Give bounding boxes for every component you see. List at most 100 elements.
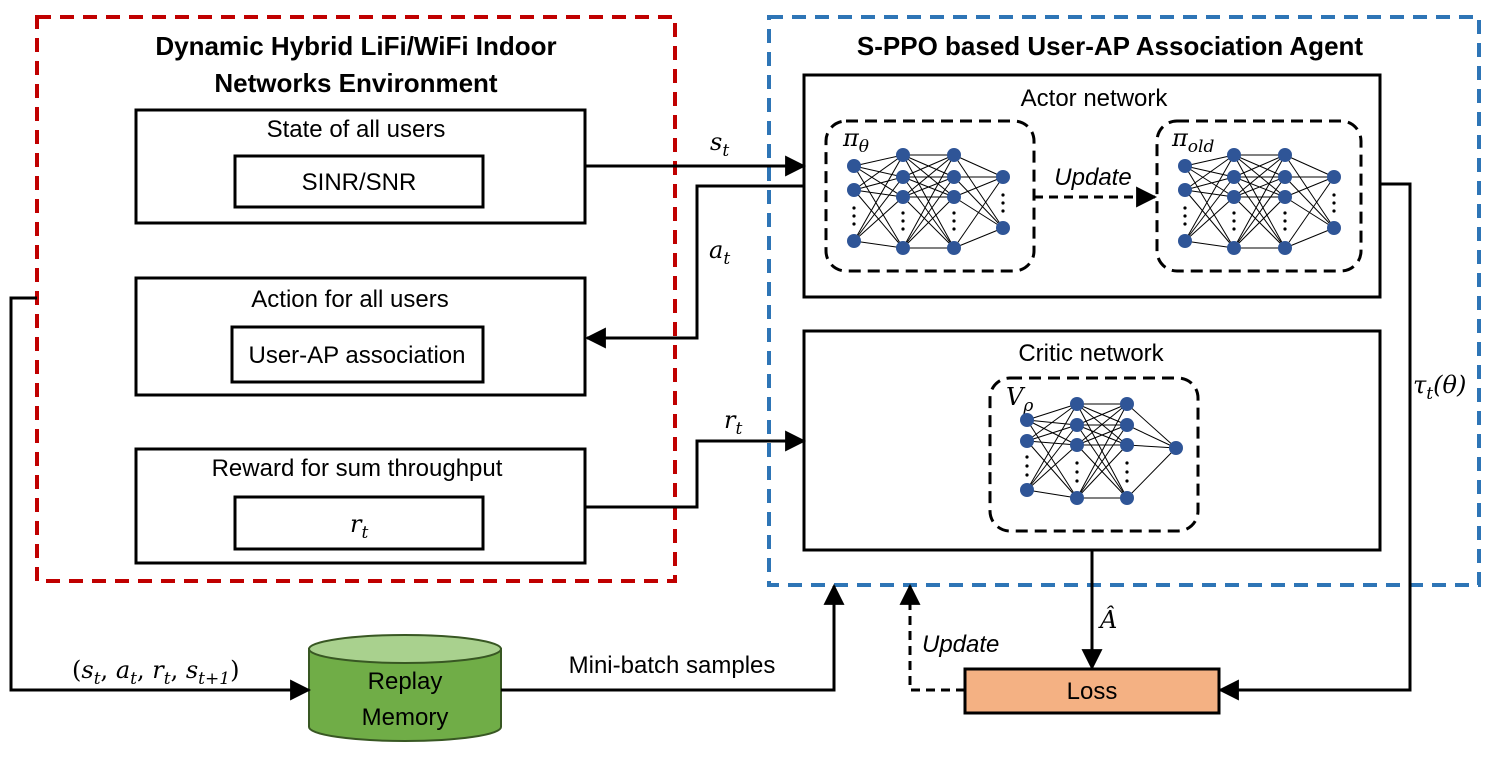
ellipsis-dot	[852, 214, 856, 218]
network-edge	[1184, 154, 1235, 191]
network-edge	[1184, 176, 1235, 191]
state-box-title: State of all users	[267, 116, 446, 143]
agent-container	[767, 15, 1481, 587]
ellipsis-dot	[1283, 219, 1287, 223]
network-edge	[1233, 154, 1286, 249]
reward-inner-box	[233, 495, 485, 551]
network-edge	[902, 154, 955, 249]
network-edge	[1184, 154, 1235, 242]
network-edge	[853, 196, 904, 242]
network-edge	[1026, 424, 1078, 491]
network-node	[1278, 190, 1292, 204]
minibatch-arrow	[501, 583, 845, 692]
network-node	[1120, 397, 1134, 411]
network-edge	[1284, 176, 1335, 198]
loss-box	[963, 667, 1221, 715]
network-edge	[1184, 165, 1235, 198]
network-node	[947, 241, 961, 255]
ellipsis-dot	[1283, 227, 1287, 231]
network-edge	[902, 176, 955, 249]
network-node	[847, 159, 861, 173]
network-node	[1227, 170, 1241, 184]
network-node	[847, 234, 861, 248]
loss-update-label: Update	[922, 631, 999, 658]
advantage-label: Â	[1098, 605, 1117, 634]
ellipsis-dot	[852, 206, 856, 210]
network-node	[1227, 241, 1241, 255]
network-edge	[1184, 176, 1235, 242]
network-node	[1020, 483, 1034, 497]
action-signal-label: at	[709, 236, 730, 269]
ellipsis-dot	[1001, 209, 1005, 213]
ellipsis-dot	[1025, 455, 1029, 459]
state-signal-label: st	[710, 128, 729, 161]
network-edge	[1184, 189, 1235, 198]
network-node	[1169, 441, 1183, 455]
actor-update-label: Update	[1054, 164, 1131, 191]
network-edge	[902, 154, 955, 178]
network-node	[896, 190, 910, 204]
network-node	[1070, 491, 1084, 505]
ellipsis-dot	[1283, 211, 1287, 215]
ellipsis-dot	[1332, 209, 1336, 213]
network-edge	[853, 165, 904, 178]
action-arrow	[584, 184, 804, 349]
network-edge	[902, 196, 955, 249]
critic-network-box	[802, 329, 1382, 552]
ellipsis-dot	[1183, 222, 1187, 226]
network-edge	[1126, 424, 1177, 449]
neural-network-policy-theta	[847, 148, 1010, 255]
agent-title: S-PPO based User-AP Association Agent	[857, 31, 1364, 61]
network-edge	[953, 154, 1004, 178]
ellipsis-dot	[1075, 479, 1079, 483]
ellipsis-dot	[1025, 473, 1029, 477]
network-edge	[1076, 424, 1128, 446]
reward-box-title: Reward for sum throughput	[212, 455, 503, 482]
network-edge	[1076, 403, 1128, 426]
network-edge	[1026, 403, 1078, 491]
network-edge	[853, 154, 904, 242]
network-edge	[1184, 154, 1235, 167]
neural-network-critic	[1020, 397, 1183, 505]
network-edge	[1184, 240, 1235, 249]
network-node	[947, 190, 961, 204]
network-edge	[953, 176, 1004, 249]
network-edge	[1284, 176, 1335, 249]
network-edge	[1126, 447, 1177, 499]
network-edge	[953, 227, 1004, 249]
policy-old-label: πold	[1171, 124, 1214, 157]
network-edge	[902, 176, 955, 198]
ellipsis-dot	[901, 211, 905, 215]
ellipsis-dot	[1075, 470, 1079, 474]
network-node	[1178, 183, 1192, 197]
network-node	[1070, 397, 1084, 411]
replay-memory-label-line1: Replay	[368, 668, 443, 695]
network-edge	[1026, 444, 1078, 491]
network-edge	[853, 240, 904, 249]
policy-theta-label: πθ	[842, 124, 869, 157]
network-node	[1278, 148, 1292, 162]
network-node	[996, 221, 1010, 235]
network-edge	[853, 165, 904, 249]
network-node	[996, 170, 1010, 184]
network-node	[1120, 438, 1134, 452]
network-edge	[1184, 196, 1235, 242]
network-edge	[1233, 154, 1286, 178]
ellipsis-dot	[1125, 479, 1129, 483]
network-edge	[1233, 176, 1286, 249]
actor-policy-old-box	[1155, 119, 1363, 273]
network-edge	[1026, 440, 1078, 499]
action-box-title: Action for all users	[251, 286, 448, 313]
network-edge	[1126, 444, 1177, 449]
network-edge	[1026, 440, 1078, 446]
ellipsis-dot	[1183, 206, 1187, 210]
ellipsis-dot	[852, 222, 856, 226]
network-edge	[1026, 403, 1078, 421]
environment-title-line1: Dynamic Hybrid LiFi/WiFi Indoor	[155, 31, 556, 61]
ellipsis-dot	[952, 211, 956, 215]
network-node	[1178, 234, 1192, 248]
state-inner-label: SINR/SNR	[302, 169, 417, 196]
ellipsis-dot	[1125, 461, 1129, 465]
loss-label: Loss	[1067, 678, 1118, 705]
